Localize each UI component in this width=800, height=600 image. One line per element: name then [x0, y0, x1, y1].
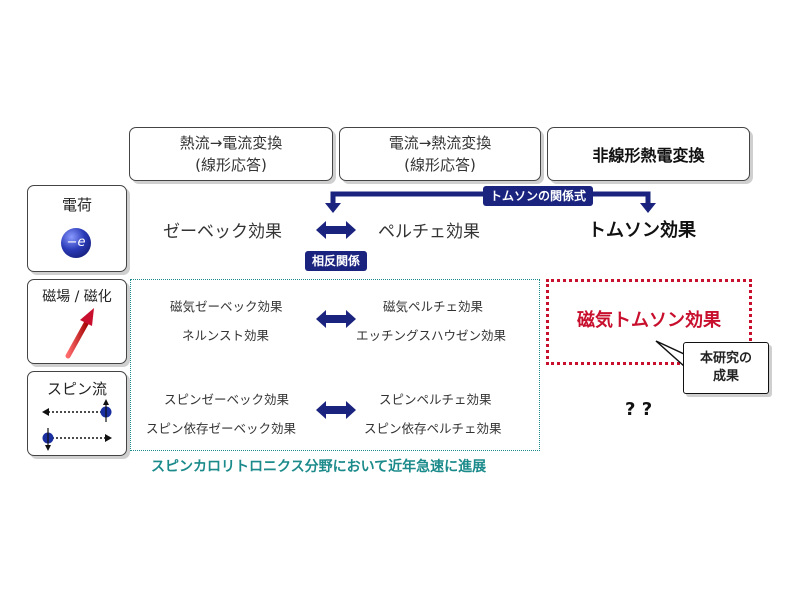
magnetic-peltier-effect: 磁気ペルチェ効果 [383, 299, 484, 314]
reciprocity-arrow-spin [316, 401, 356, 419]
seebeck-effect: ゼーベック効果 [163, 222, 282, 242]
header-electric-to-thermal-line2: (線形応答) [404, 156, 476, 174]
unknown-spin-thomson: ? ? [625, 399, 653, 420]
magnetic-seebeck-effect: 磁気ゼーベック効果 [170, 299, 283, 314]
thomson-effect: トムソン効果 [588, 220, 696, 241]
reciprocity-arrow-charge [316, 221, 356, 239]
reciprocity-arrow-magnetic [316, 310, 356, 328]
electron-symbol: −e [66, 235, 86, 250]
row-magnetic: 磁場 / 磁化 [27, 279, 127, 364]
header-thermal-to-electric: 熱流→電流変換 (線形応答) [129, 127, 333, 181]
spin-dependent-seebeck-effect: スピン依存ゼーベック効果 [146, 421, 297, 436]
research-result-line1: 本研究の [699, 351, 752, 366]
electron-icon [61, 228, 91, 258]
research-result-line2: 成果 [712, 369, 739, 384]
header-thermal-to-electric-line1: 熱流→電流変換 [179, 134, 283, 152]
header-electric-to-thermal-line1: 電流→熱流変換 [388, 134, 492, 152]
header-thermal-to-electric-line2: (線形応答) [195, 156, 267, 174]
row-charge-label: 電荷 [61, 196, 92, 214]
thomson-relation-label: トムソンの関係式 [483, 186, 594, 206]
header-electric-to-thermal: 電流→熱流変換 (線形応答) [339, 127, 541, 181]
magnetic-thomson-effect: 磁気トムソン効果 [577, 310, 721, 331]
peltier-effect: ペルチェ効果 [378, 222, 480, 242]
ettingshausen-effect: エッチングスハウゼン効果 [356, 328, 507, 343]
header-nonlinear-label: 非線形熱電変換 [592, 146, 705, 165]
row-charge: 電荷 −e [27, 185, 127, 272]
spin-seebeck-effect: スピンゼーベック効果 [164, 392, 290, 407]
spin-peltier-effect: スピンペルチェ効果 [379, 392, 492, 407]
row-magnetic-label: 磁場 / 磁化 [42, 289, 112, 305]
nernst-effect: ネルンスト効果 [182, 328, 270, 343]
research-result-callout: 本研究の 成果 [683, 342, 769, 394]
spin-dependent-peltier-effect: スピン依存ペルチェ効果 [364, 421, 502, 436]
magnetization-arrow-icon [65, 308, 94, 359]
spin-current-icon [42, 399, 112, 451]
header-nonlinear: 非線形熱電変換 [547, 127, 750, 181]
reciprocity-label: 相反関係 [305, 251, 368, 271]
row-spin-current: スピン流 [27, 371, 127, 456]
spin-caloritronics-caption: スピンカロリトロニクス分野において近年急速に進展 [151, 459, 487, 475]
row-spin-current-label: スピン流 [46, 380, 107, 398]
spin-caloritronics-region [130, 279, 540, 451]
magnetic-thomson-box [546, 279, 752, 365]
